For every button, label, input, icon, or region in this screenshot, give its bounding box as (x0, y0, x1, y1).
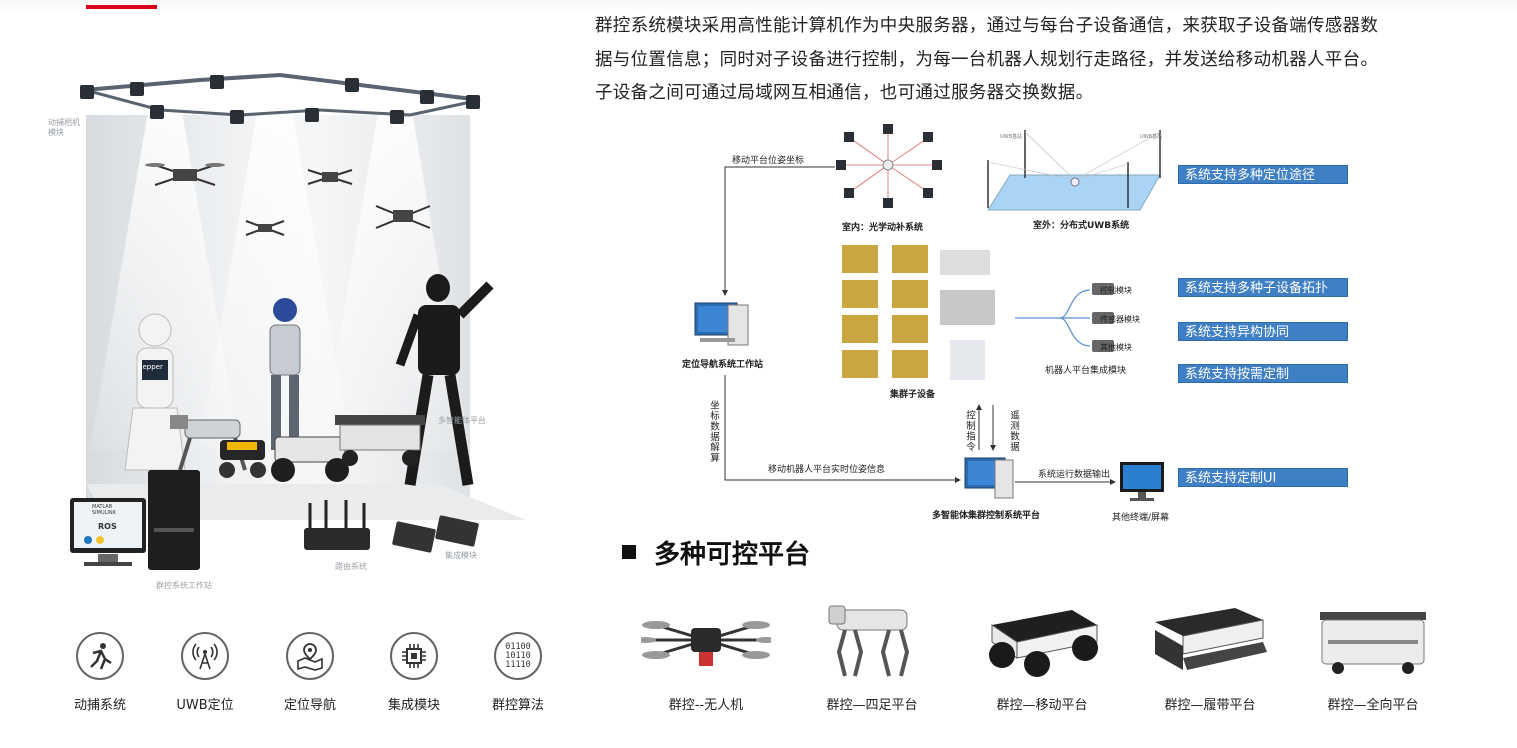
binary-line: 10110 (505, 650, 531, 661)
camera-truss (80, 72, 481, 124)
section-title-text: 多种可控平台 (654, 540, 811, 570)
intro-line: 群控系统模块采用高性能计算机作为中央服务器，通过与每台子设备通信，来获取子设备端… (595, 16, 1379, 36)
platform-tracked[interactable]: 群控—履带平台 (1140, 600, 1280, 713)
label-terminal: 其他终端/屏幕 (1112, 513, 1170, 523)
ros-text: ROS (98, 522, 117, 531)
platform-label: 群控—履带平台 (1164, 698, 1256, 713)
top-bar (0, 0, 1517, 12)
binary-icon: 01100 10110 11110 (494, 632, 542, 680)
feature-label: 群控算法 (491, 698, 544, 713)
label-outdoor-uwb: 室外：分布式UWB系统 (1033, 221, 1130, 231)
black-humanoid-image (395, 274, 494, 486)
map-pin-icon (286, 632, 334, 680)
drone-icon (245, 220, 285, 236)
feature-tag: 系统支持按需定制 (1178, 364, 1348, 383)
label-coordinate-solve: 坐标数据解算 (708, 400, 719, 463)
omni-platform-icon (1320, 612, 1426, 674)
platform-omni[interactable]: 群控—全向平台 (1303, 600, 1443, 713)
label-workstation: 定位导航系统工作站 (682, 360, 764, 370)
yellow-robot-image (219, 440, 266, 478)
antenna-icon (181, 632, 229, 680)
feature-tag: 系统支持多种定位途径 (1178, 165, 1348, 184)
quadruped-icon (828, 605, 910, 677)
integration-modules-image (392, 515, 479, 553)
chip-icon (390, 632, 438, 680)
label-mocap-camera: 动捕相机 模块 (48, 118, 80, 137)
feature-label: 集成模块 (387, 698, 440, 713)
feature-label: 定位导航 (283, 698, 336, 713)
feature-algorithm[interactable]: 01100 10110 11110 群控算法 (478, 632, 558, 713)
architecture-diagram: 移动平台位姿坐标 室内：光学动补系统 室外：分布式UWB系统 UWB基站 UWB… (670, 120, 1370, 530)
platform-label: 群控—全向平台 (1327, 698, 1419, 713)
humanoid-robot-image (269, 298, 301, 450)
label-control-cmd: 控制指令 (964, 410, 975, 452)
drone-icon (307, 169, 353, 185)
label-pose-coordinate: 移动平台位姿坐标 (732, 156, 805, 166)
label-indoor-mocap: 室内：光学动补系统 (842, 223, 924, 233)
diagram-lines (694, 124, 1164, 501)
platform-label: 群控—移动平台 (996, 698, 1088, 713)
platform-label: 群控—四足平台 (826, 698, 918, 713)
feature-tag: 系统支持异构协同 (1178, 322, 1348, 341)
router-image (304, 500, 370, 550)
drone-icon (375, 205, 431, 229)
feature-navigation[interactable]: 定位导航 (270, 632, 350, 713)
label-router: 路由系统 (335, 562, 367, 571)
tracked-robot-icon (1155, 608, 1267, 670)
motion-capture-icon (76, 632, 124, 680)
label-robot-integration: 机器人平台集成模块 (1045, 366, 1127, 376)
platform-label: 群控--无人机 (668, 698, 744, 713)
label-other-module: 其他模块 (1100, 343, 1132, 352)
label-uwb-station: UWB基站 (1140, 134, 1163, 140)
wheeled-robot-image (271, 436, 349, 482)
drone-icon (641, 621, 771, 666)
feature-label: UWB定位 (176, 698, 234, 713)
label-cluster-devices: 集群子设备 (890, 390, 936, 400)
label-telemetry: 遥测数据 (1008, 410, 1019, 452)
feature-integration[interactable]: 集成模块 (374, 632, 454, 713)
binary-line: 01100 (505, 641, 531, 652)
label-control-platform: 多智能体集群控制系统平台 (932, 511, 1041, 521)
binary-line: 11110 (505, 659, 531, 670)
intro-line: 据与位置信息；同时对子设备进行控制，为每一台机器人规划行走路径，并发送给移动机器… (595, 49, 1379, 70)
omni-robot-image (335, 415, 425, 466)
section-title: 多种可控平台 (622, 534, 810, 571)
label-workstation: 群控系统工作站 (156, 581, 212, 590)
label-data-output: 系统运行数据输出 (1038, 470, 1111, 480)
platform-quadruped[interactable]: 群控—四足平台 (802, 600, 942, 713)
label-realtime-pose: 移动机器人平台实时位姿信息 (768, 465, 886, 475)
feature-uwb[interactable]: UWB定位 (165, 632, 245, 713)
drone-icon (145, 163, 225, 186)
accent-underline (86, 5, 157, 9)
matlab-text: MATLAB SIMULINK (92, 504, 116, 516)
label-multi-platform: 多智能体平台 (438, 416, 486, 425)
platform-mobile[interactable]: 群控—移动平台 (972, 600, 1112, 713)
feature-label: 动捕系统 (73, 698, 126, 713)
feature-tag: 系统支持定制UI (1178, 468, 1348, 487)
feature-tag: 系统支持多种子设备拓扑 (1178, 278, 1348, 297)
label-uwb-station: UWB基站 (1000, 134, 1023, 140)
label-sensor-module: 传感器模块 (1100, 315, 1140, 324)
intro-line: 子设备之间可通过局域网互相通信，也可通过服务器交换数据。 (595, 83, 1094, 103)
square-bullet-icon (622, 545, 636, 559)
label-integration: 集成模块 (445, 551, 477, 560)
lab-scene: 动捕相机 模块 pepper 多智能体平台 (20, 20, 580, 600)
label-control-module: 控制模块 (1100, 286, 1132, 295)
intro-paragraph: 群控系统模块采用高性能计算机作为中央服务器，通过与每台子设备通信，来获取子设备端… (595, 10, 1475, 111)
platform-drone[interactable]: 群控--无人机 (636, 600, 776, 713)
feature-motion-capture[interactable]: 动捕系统 (60, 632, 140, 713)
wheeled-robot-icon (989, 610, 1098, 677)
workstation-image (70, 470, 200, 570)
pepper-label: pepper (138, 363, 163, 371)
